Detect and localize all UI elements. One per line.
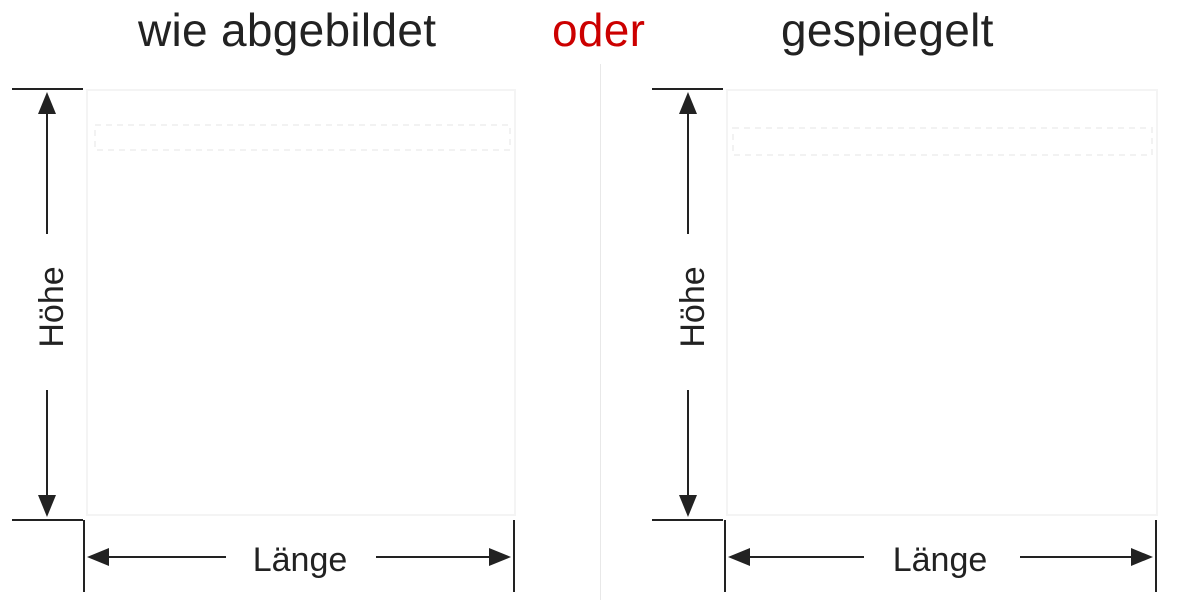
right-length-arrow-right	[1131, 548, 1153, 566]
heading-or: oder	[552, 4, 646, 56]
right-shape-outline	[726, 89, 1158, 516]
left-length-arrow-right	[489, 548, 511, 566]
right-length-label: Länge	[893, 541, 988, 579]
right-shape-top-band	[732, 127, 1153, 156]
right-height-arrow-up	[679, 92, 697, 114]
right-panel: Höhe Länge	[652, 88, 1158, 592]
left-panel: Höhe Länge	[12, 88, 516, 592]
right-length-arrow-left	[728, 548, 750, 566]
left-length-arrow-left	[87, 548, 109, 566]
heading-mirrored: gespiegelt	[781, 4, 994, 56]
left-shape-top-band	[94, 124, 511, 151]
panel-divider	[600, 64, 601, 600]
left-height-label: Höhe	[33, 266, 71, 347]
right-height-label: Höhe	[674, 266, 712, 347]
left-shape-outline	[86, 89, 516, 516]
heading-as-shown: wie abgebildet	[138, 4, 437, 56]
left-length-label: Länge	[253, 541, 348, 579]
left-height-arrow-up	[38, 92, 56, 114]
right-height-arrow-down	[679, 495, 697, 517]
left-height-arrow-down	[38, 495, 56, 517]
